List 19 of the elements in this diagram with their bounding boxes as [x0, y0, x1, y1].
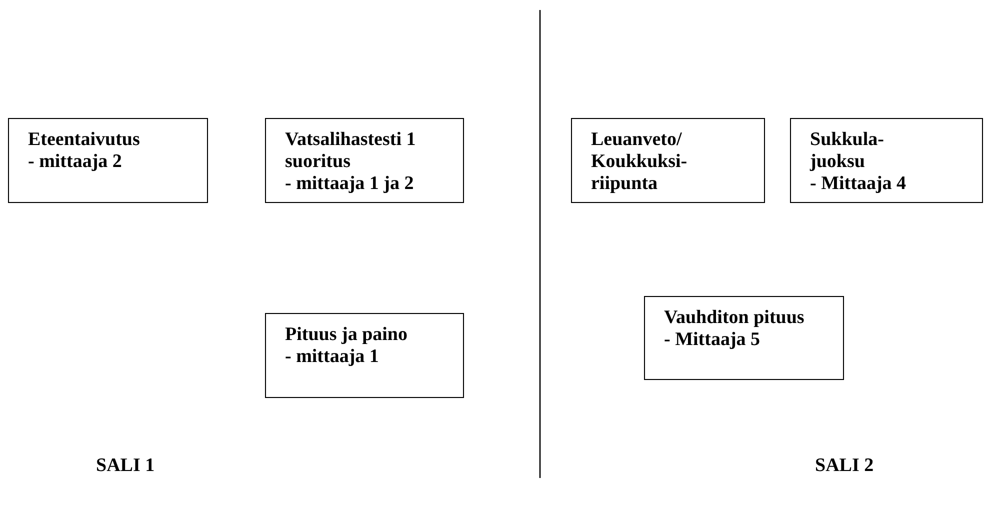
station-box — [571, 118, 765, 203]
station-box — [8, 118, 208, 203]
station-box — [265, 118, 464, 203]
station-label: - Mittaaja 4 — [810, 173, 908, 195]
station-label: Vatsalihastesti 1 suoritus — [285, 129, 417, 173]
station-box — [644, 296, 844, 380]
station-label: Leuanveto/ Koukkuksi- riipunta — [591, 129, 688, 195]
station-label: Vauhditon pituus — [664, 307, 806, 329]
station-label: Sukkula- juoksu — [810, 129, 885, 173]
room-label: SALI 2 — [815, 455, 874, 477]
station-label: Eteentaivutus — [28, 129, 141, 151]
station-label: - mittaaja 2 — [28, 151, 123, 173]
station-box — [790, 118, 983, 203]
station-label: - Mittaaja 5 — [664, 329, 762, 351]
station-box — [265, 313, 464, 398]
room-label: SALI 1 — [96, 455, 155, 477]
station-label: - mittaaja 1 — [285, 346, 380, 368]
station-label: - mittaaja 1 ja 2 — [285, 173, 415, 195]
station-label: Pituus ja paino — [285, 324, 408, 346]
